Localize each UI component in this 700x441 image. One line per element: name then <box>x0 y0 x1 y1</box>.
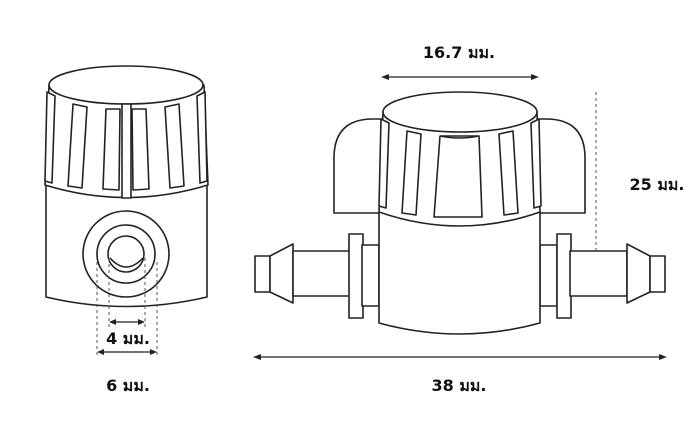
front-view-projection-lines <box>96 258 158 356</box>
inner-bore-label: 4 มม. <box>106 329 150 348</box>
front-view-knob-top <box>48 65 204 105</box>
total-length-dimension-arrow <box>253 354 667 360</box>
total-length-label: 38 มม. <box>431 376 486 395</box>
side-view-knob-ribs <box>378 118 542 218</box>
front-view-outlet-bore <box>107 235 145 273</box>
side-view-body <box>378 211 541 335</box>
front-view-knob-ribs <box>44 91 208 199</box>
inner-bore-dimension-arrow <box>109 319 145 325</box>
body-width-dimension-arrow <box>381 74 539 80</box>
side-view-knob-top <box>382 91 538 133</box>
side-view <box>253 74 667 360</box>
outer-bore-dimension-arrow <box>97 349 157 355</box>
height-label: 25 มม. <box>629 175 684 194</box>
outer-bore-label: 6 มม. <box>106 376 150 395</box>
side-view-right-barb <box>539 233 666 319</box>
side-view-left-barb <box>254 233 380 319</box>
body-width-label: 16.7 มม. <box>423 43 495 62</box>
front-view <box>44 65 209 356</box>
